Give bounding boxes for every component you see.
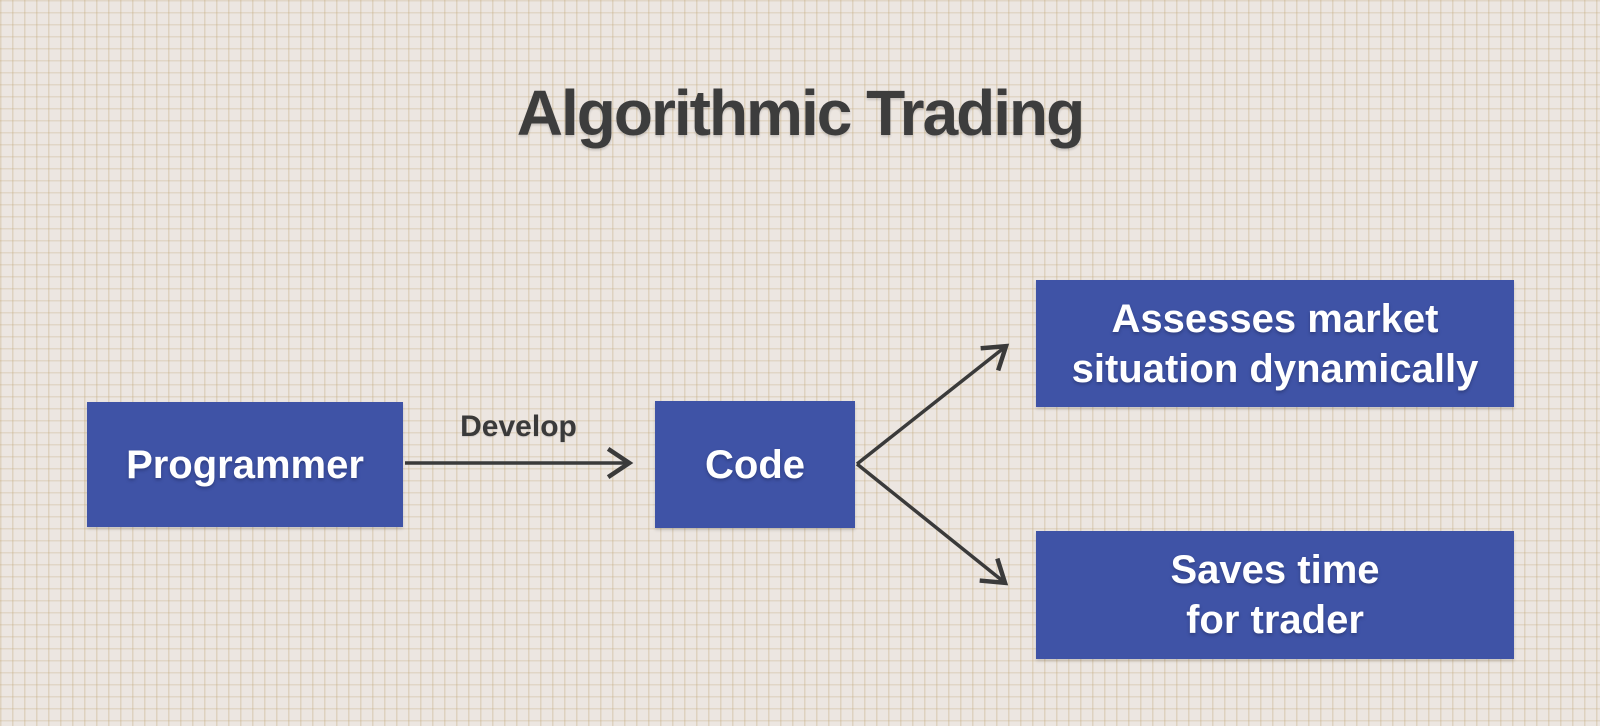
- node-code: Code: [655, 401, 855, 528]
- outcome-top-line-1: Assesses market: [1111, 296, 1439, 341]
- outcome-top-line-2: situation dynamically: [1071, 346, 1479, 391]
- node-programmer-label: Programmer: [126, 442, 364, 487]
- node-programmer: Programmer: [87, 402, 403, 527]
- page-title: Algorithmic Trading: [516, 77, 1085, 149]
- node-outcome-saves-time: Saves time for trader: [1036, 531, 1514, 659]
- node-code-label: Code: [705, 442, 805, 487]
- arrow-to-bottom-outcome: [855, 462, 1009, 586]
- develop-edge-label: Develop: [460, 410, 577, 443]
- arrow-to-top-outcome: [855, 343, 1010, 466]
- outcome-bottom-line-1: Saves time: [1170, 548, 1380, 592]
- node-outcome-assesses-market: Assesses market situation dynamically: [1036, 280, 1514, 407]
- outcome-bottom-line-2: for trader: [1186, 598, 1364, 642]
